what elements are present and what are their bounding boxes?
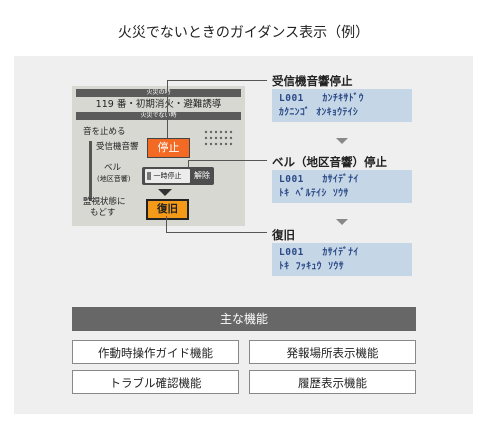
bell-pause-button[interactable]: 一時停止 (145, 169, 190, 183)
lcd-line: ﾄｷ ﾌｯｷｭｳ ｿｳｻ (279, 261, 344, 272)
label-monitor-line1: 監視状態に (83, 197, 126, 207)
label-bell-sub: (地区音響) (97, 175, 131, 183)
recover-button[interactable]: 復旧 (146, 199, 189, 220)
step-label-receiver-stop: 受信機音響停止 (272, 74, 353, 88)
bell-pause-label: 一時停止 (153, 172, 182, 180)
connector-line (166, 232, 267, 233)
lcd-display-step3: L001 ｶｻｲﾃﾞﾅｲ ﾄｷ ﾌｯｷｭｳ ｿｳｻ (272, 243, 412, 276)
feature-history-display: 履歴表示機能 (249, 370, 416, 394)
panel-fire-instructions: 119 番・初期消火・避難誘導 (95, 99, 222, 110)
panel-bracket-bar (89, 141, 92, 201)
down-arrow-icon (336, 219, 348, 225)
connector-line (166, 216, 167, 232)
label-stop-sound: 音を止める (83, 127, 126, 137)
step-label-bell-stop: ベル（地区音響）停止 (272, 155, 387, 169)
page-title: 火災でないときのガイダンス表示（例） (117, 25, 370, 41)
lcd-line: L001 ｶｻｲﾃﾞﾅｲ (279, 174, 359, 185)
lcd-line: L001 ｶｻｲﾃﾞﾅｲ (279, 247, 359, 258)
connector-line (188, 160, 267, 161)
speaker-grille-icon (204, 130, 233, 146)
lcd-display-step2: L001 ｶｻｲﾃﾞﾅｲ ﾄｷ ﾍﾞﾙﾃｲｼ ｿｳｻ (272, 170, 412, 203)
label-monitor-line2: もどす (90, 208, 116, 218)
connector-line (188, 160, 189, 168)
bell-release-button[interactable]: 解除 (194, 171, 210, 180)
lcd-line: L001 ｶﾝﾁｷｻﾄﾞｳ (279, 93, 365, 104)
feature-location-display: 発報場所表示機能 (249, 340, 416, 364)
label-receiver-sound: 受信機音響 (96, 142, 139, 152)
down-arrow-icon (336, 138, 348, 144)
feature-trouble-check: トラブル確認機能 (72, 370, 239, 394)
panel-header-fire: 火災の時 (76, 89, 241, 97)
panel-header-not-fire: 火災でない時 (76, 112, 241, 120)
switch-tab-icon (147, 172, 151, 180)
features-header: 主な機能 (72, 307, 416, 331)
label-bell: ベル (104, 163, 122, 173)
lcd-line: ﾄｷ ﾍﾞﾙﾃｲｼ ｿｳｻ (279, 188, 349, 199)
lcd-line: ｶｸﾆﾝｺﾞ ｵﾝｷｮｳﾃｲｼ (279, 107, 359, 118)
lcd-display-step1: L001 ｶﾝﾁｷｻﾄﾞｳ ｶｸﾆﾝｺﾞ ｵﾝｷｮｳﾃｲｼ (272, 89, 412, 122)
stop-button[interactable]: 停止 (147, 138, 190, 158)
down-triangle-icon (158, 189, 172, 196)
connector-line (167, 80, 168, 138)
step-label-recover: 復旧 (272, 228, 295, 242)
connector-line (167, 80, 267, 81)
feature-operation-guide: 作動時操作ガイド機能 (72, 340, 239, 364)
